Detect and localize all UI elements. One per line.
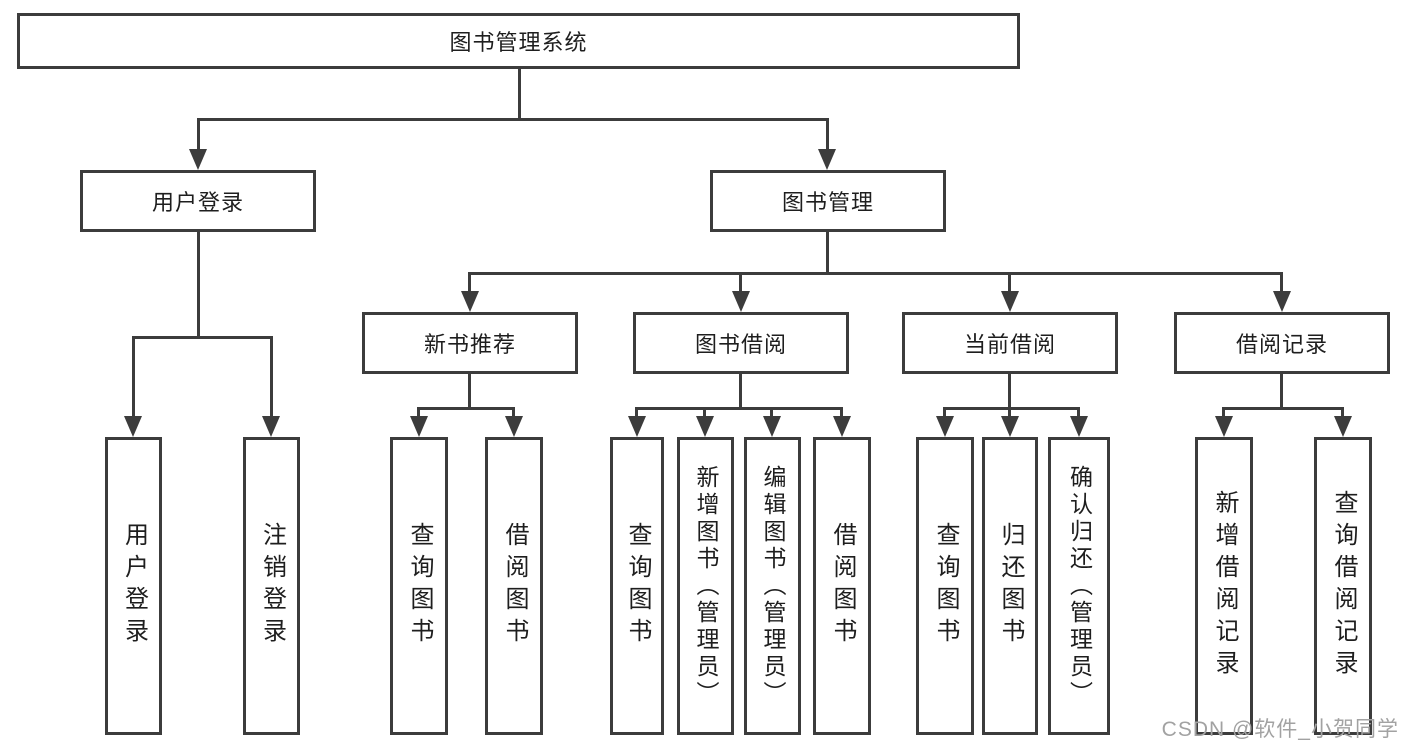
arrow-down-icon [505, 416, 523, 437]
connector-drop-book-management [826, 118, 829, 154]
leaf-query-books-borrow: 查询图书 [610, 437, 664, 735]
watermark-text: CSDN @软件_小贺同学 [1161, 718, 1399, 741]
connector-drop-leaf [132, 336, 135, 420]
arrow-down-icon [696, 416, 714, 437]
leaf-query-borrow-record: 查询借阅记录 [1314, 437, 1372, 735]
connector-section-bar [943, 407, 1080, 410]
connector-section-bar [1222, 407, 1344, 410]
connector-user-login-bar [132, 336, 273, 339]
node-current-borrow-label: 当前借阅 [963, 332, 1056, 357]
arrow-down-icon [936, 416, 954, 437]
leaf-label: 用户登录 [120, 522, 148, 650]
leaf-user-login: 用户登录 [105, 437, 162, 735]
arrow-down-icon [833, 416, 851, 437]
leaf-label: 新增借阅记录 [1211, 490, 1238, 682]
leaf-label: 查询图书 [406, 522, 433, 650]
connector-section-stem [468, 374, 471, 410]
leaf-label: 查询图书 [932, 522, 959, 650]
leaf-label: 新增图书（管理员） [693, 464, 719, 708]
leaf-query-books-recommend: 查询图书 [390, 437, 448, 735]
arrow-down-icon [410, 416, 428, 437]
connector-drop-section [1008, 272, 1011, 296]
leaf-logout: 注销登录 [243, 437, 300, 735]
leaf-label: 借阅图书 [501, 522, 528, 650]
connector-drop-leaf [1008, 407, 1011, 421]
leaf-label: 查询图书 [624, 522, 651, 650]
node-user-login-label: 用户登录 [151, 190, 244, 215]
connector-drop-leaf [417, 407, 420, 421]
connector-book-management-bar [468, 272, 1283, 275]
leaf-borrow-books: 借阅图书 [813, 437, 871, 735]
connector-drop-leaf [512, 407, 515, 421]
leaf-confirm-return-admin: 确认归还（管理员） [1048, 437, 1110, 735]
leaf-label: 借阅图书 [829, 522, 856, 650]
arrow-down-icon [189, 149, 207, 170]
arrow-down-icon [732, 291, 750, 312]
node-borrow-record: 借阅记录 [1174, 312, 1390, 374]
node-library-system: 图书管理系统 [17, 13, 1020, 69]
leaf-return-books: 归还图书 [982, 437, 1038, 735]
arrow-down-icon [628, 416, 646, 437]
leaf-label: 注销登录 [258, 522, 286, 650]
node-current-borrow: 当前借阅 [902, 312, 1118, 374]
arrow-down-icon [124, 416, 142, 437]
arrow-down-icon [1273, 291, 1291, 312]
arrow-down-icon [763, 416, 781, 437]
connector-section-bar [417, 407, 515, 410]
connector-drop-leaf [635, 407, 638, 421]
leaf-label: 归还图书 [997, 522, 1024, 650]
connector-root-bar [197, 118, 829, 121]
connector-drop-leaf [1341, 407, 1344, 421]
connector-drop-leaf [1222, 407, 1225, 421]
connector-drop-leaf [770, 407, 773, 421]
connector-section-stem [1008, 374, 1011, 410]
connector-section-stem [1280, 374, 1283, 410]
connector-section-bar [635, 407, 843, 410]
connector-book-management-stem [826, 232, 829, 275]
leaf-label: 确认归还（管理员） [1066, 464, 1093, 708]
node-book-management-label: 图书管理 [781, 190, 874, 215]
connector-root-stem [518, 69, 521, 118]
connector-drop-section [1280, 272, 1283, 296]
leaf-query-books-current: 查询图书 [916, 437, 974, 735]
arrow-down-icon [818, 149, 836, 170]
node-book-management: 图书管理 [710, 170, 946, 232]
arrow-down-icon [1001, 416, 1019, 437]
leaf-add-books-admin: 新增图书（管理员） [677, 437, 734, 735]
arrow-down-icon [1070, 416, 1088, 437]
arrow-down-icon [1215, 416, 1233, 437]
node-book-borrow: 图书借阅 [633, 312, 849, 374]
node-borrow-record-label: 借阅记录 [1235, 332, 1328, 357]
connector-drop-section [468, 272, 471, 296]
connector-drop-user-login [197, 118, 200, 154]
leaf-borrow-books-recommend: 借阅图书 [485, 437, 543, 735]
connector-drop-leaf [840, 407, 843, 421]
connector-drop-leaf [270, 336, 273, 420]
leaf-label: 查询借阅记录 [1330, 490, 1357, 682]
connector-user-login-stem [197, 232, 200, 339]
arrow-down-icon [461, 291, 479, 312]
connector-drop-leaf [1077, 407, 1080, 421]
connector-drop-section [739, 272, 742, 296]
connector-section-stem [739, 374, 742, 410]
arrow-down-icon [1334, 416, 1352, 437]
arrow-down-icon [262, 416, 280, 437]
leaf-label: 编辑图书（管理员） [760, 464, 786, 708]
leaf-edit-books-admin: 编辑图书（管理员） [744, 437, 801, 735]
connector-drop-leaf [703, 407, 706, 421]
leaf-add-borrow-record: 新增借阅记录 [1195, 437, 1253, 735]
node-new-book-recommend: 新书推荐 [362, 312, 578, 374]
node-book-borrow-label: 图书借阅 [694, 332, 787, 357]
node-user-login: 用户登录 [80, 170, 316, 232]
arrow-down-icon [1001, 291, 1019, 312]
node-new-book-recommend-label: 新书推荐 [423, 332, 516, 357]
connector-drop-leaf [943, 407, 946, 421]
node-library-system-label: 图书管理系统 [449, 30, 588, 55]
